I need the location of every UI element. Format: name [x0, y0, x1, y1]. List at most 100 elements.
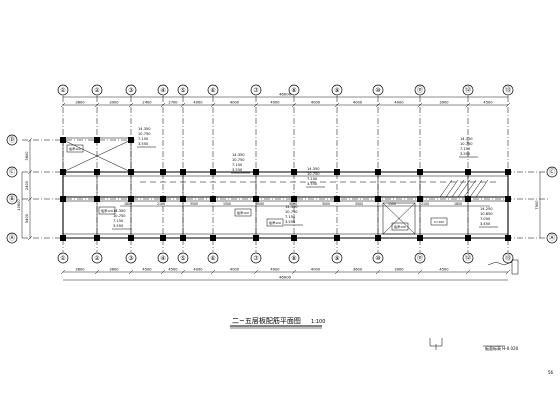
detail-sketch — [511, 259, 519, 275]
column — [94, 196, 100, 202]
axis-bubble-top — [372, 252, 384, 264]
dim-text: 3600 — [75, 268, 85, 272]
level-value: 7.150 — [460, 147, 471, 151]
axis-label: ② — [94, 255, 100, 262]
axis-bubble-top — [331, 84, 343, 96]
axis-label: Ⓑ — [9, 195, 15, 203]
page-number: 56 — [548, 370, 554, 375]
axis-label: ⑦ — [253, 87, 259, 94]
axis-label: ⑦ — [253, 255, 259, 262]
dim-text: 1500 — [223, 202, 231, 206]
dim-tick — [60, 269, 66, 275]
slab-label: 板厚120 — [269, 220, 281, 225]
dim-text: 3600 — [25, 151, 29, 161]
dim-total-text: 46000 — [279, 92, 292, 97]
column — [128, 169, 134, 175]
axis-bubble-top — [91, 84, 103, 96]
axis-bubble-top — [157, 84, 169, 96]
dim-tick — [128, 102, 134, 108]
column — [465, 235, 471, 241]
dim-text: 2700 — [168, 101, 178, 105]
axis-label: ⑪ — [417, 254, 423, 262]
dim-tick — [465, 269, 471, 275]
axis-bubble-top — [177, 252, 189, 264]
dim-text: 2400 — [25, 180, 29, 190]
level-value: 3.550 — [460, 152, 471, 156]
level-value: 3.550 — [232, 168, 243, 172]
dim-tick — [334, 102, 340, 108]
column — [334, 169, 340, 175]
dim-text: 3500 — [190, 202, 198, 206]
column — [375, 196, 381, 202]
dim-tick — [160, 269, 166, 275]
axis-bubble-top — [502, 252, 514, 264]
dim-text: 4500 — [483, 101, 493, 105]
dim-tick — [27, 235, 33, 241]
dim-tick — [465, 102, 471, 108]
dim-tick — [27, 196, 33, 202]
axis-bubble-top — [125, 252, 137, 264]
axis-label: ⑫ — [465, 254, 471, 262]
floor-opening — [382, 202, 416, 235]
dim-tick — [375, 269, 381, 275]
dim-tick — [180, 102, 186, 108]
dim-text: 4500 — [168, 268, 178, 272]
column — [417, 169, 423, 175]
column — [60, 235, 66, 241]
column — [417, 196, 423, 202]
axis-bubble-top — [177, 84, 189, 96]
slab-label: 板厚100 — [237, 210, 249, 215]
axis-bubble-top — [207, 252, 219, 264]
dim-text: 4500 — [142, 268, 152, 272]
dim-text: 2100 — [157, 202, 165, 206]
column — [160, 235, 166, 241]
axis-label: ⑬ — [505, 254, 511, 262]
column — [334, 235, 340, 241]
column — [375, 235, 381, 241]
axis-label: ⑤ — [180, 255, 185, 262]
axis-bubble-left — [6, 166, 18, 178]
columns — [60, 137, 511, 241]
axis-label: ⑧ — [291, 87, 296, 94]
dim-tick — [417, 102, 423, 108]
level-value: 10.750 — [113, 214, 126, 218]
level-value: 10.750 — [307, 172, 320, 176]
axis-bubble-top — [91, 252, 103, 264]
dim-text: 1800 — [454, 202, 462, 206]
axis-bubble-top — [462, 84, 474, 96]
drawing-scale: 1:100 — [311, 319, 325, 325]
dim-text: 1800 — [124, 202, 132, 206]
axis-bubble-top — [462, 252, 474, 264]
axis-label: ③ — [128, 255, 133, 262]
dim-text: 4000 — [353, 101, 363, 105]
column — [60, 169, 66, 175]
axis-label: ⑫ — [465, 86, 471, 94]
column — [160, 196, 166, 202]
level-value: 14.350 — [460, 137, 473, 141]
column — [465, 169, 471, 175]
column — [128, 196, 134, 202]
level-value: 7.150 — [138, 137, 149, 141]
axis-label: Ⓒ — [9, 168, 15, 176]
slab-label-box — [66, 144, 84, 153]
level-value: 14.350 — [307, 167, 320, 171]
column — [180, 169, 186, 175]
axis-bubble-top — [372, 84, 384, 96]
dim-text: 4000 — [394, 101, 404, 105]
slab-label-box — [391, 222, 409, 231]
slab-label: h=100 — [434, 220, 444, 224]
rebar-hatch — [469, 179, 483, 198]
column — [210, 235, 216, 241]
dim-tick — [417, 269, 423, 275]
slab-label-box — [430, 217, 448, 226]
dim-tick — [60, 102, 66, 108]
dim-text: 1500 — [388, 202, 396, 206]
opening-diagonal — [382, 202, 416, 235]
column — [210, 169, 216, 175]
detail-sketch — [487, 261, 513, 266]
column — [128, 137, 134, 143]
dim-text: 2100 — [421, 202, 429, 206]
dim-tick — [27, 169, 33, 175]
axis-label: ⑪ — [417, 86, 423, 94]
